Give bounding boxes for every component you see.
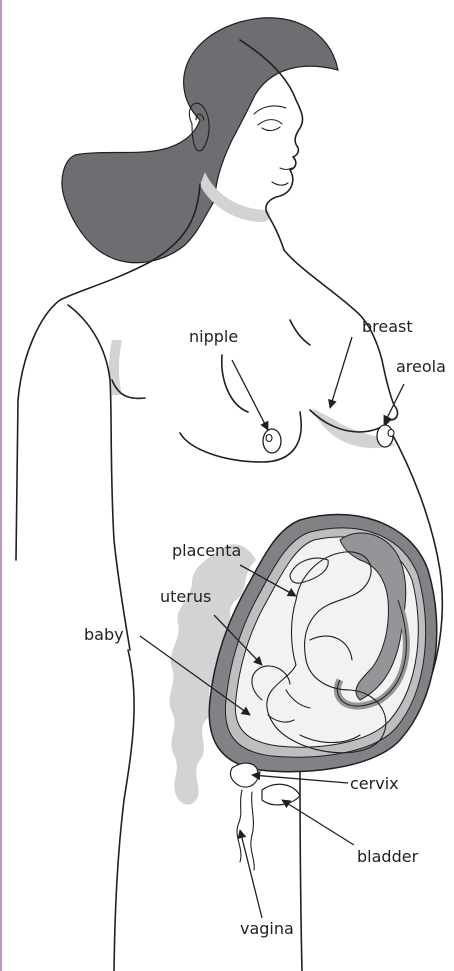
bladder-pointer bbox=[282, 800, 354, 845]
hair bbox=[62, 18, 338, 263]
breast-pointer bbox=[330, 337, 352, 408]
face-features bbox=[254, 106, 292, 185]
pelvic-structures bbox=[230, 763, 300, 870]
label-uterus: uterus bbox=[160, 587, 211, 606]
label-baby: baby bbox=[84, 625, 124, 644]
label-bladder: bladder bbox=[357, 847, 419, 866]
label-breast: breast bbox=[362, 317, 413, 336]
areola-pointer bbox=[384, 384, 404, 424]
label-areola: areola bbox=[396, 357, 446, 376]
label-nipple: nipple bbox=[189, 327, 238, 346]
label-placenta: placenta bbox=[172, 541, 241, 560]
label-vagina: vagina bbox=[240, 919, 294, 938]
nipple-pointer bbox=[232, 360, 268, 430]
label-cervix: cervix bbox=[350, 774, 399, 793]
